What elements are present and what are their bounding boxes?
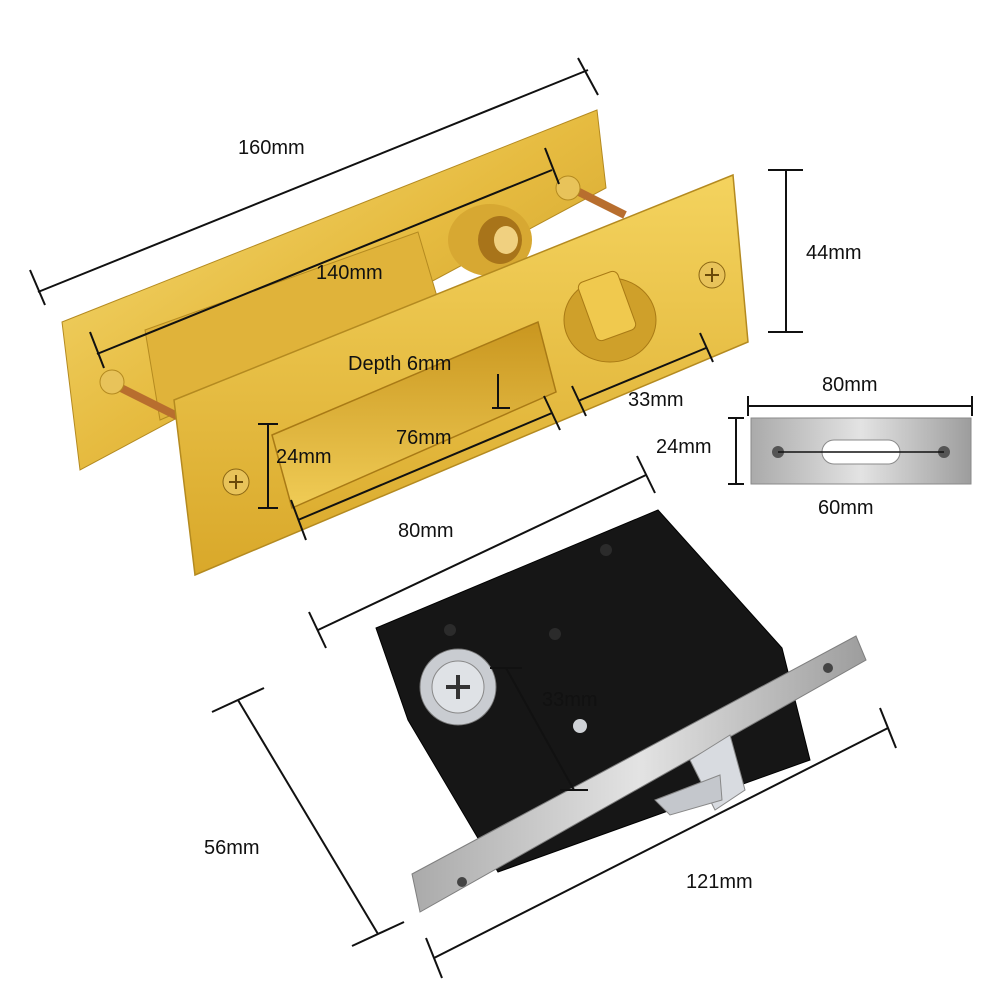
label-24mm-strike: 24mm <box>656 436 712 458</box>
hook-bolt <box>654 734 746 816</box>
label-56mm: 56mm <box>204 837 260 859</box>
dimension-lines <box>29 57 973 979</box>
label-24mm-recess: 24mm <box>276 446 332 468</box>
thumb-turn <box>563 270 657 363</box>
lock-cylinder <box>448 204 532 276</box>
finger-recess <box>271 320 557 510</box>
label-76mm: 76mm <box>396 427 452 449</box>
screw-icon <box>698 261 726 289</box>
brass-flush-pull <box>61 109 749 577</box>
label-160mm: 160mm <box>238 137 305 159</box>
label-44mm: 44mm <box>806 242 862 264</box>
label-121mm: 121mm <box>686 871 753 893</box>
label-80mm-plate: 80mm <box>398 520 454 542</box>
label-depth-6mm: Depth 6mm <box>348 353 451 375</box>
screw-icon <box>222 468 250 496</box>
label-60mm: 60mm <box>818 497 874 519</box>
label-33mm-turn: 33mm <box>628 389 684 411</box>
faceplate <box>411 635 867 913</box>
strike-plate <box>750 417 972 485</box>
hub-icon <box>419 648 497 726</box>
label-80mm-strike: 80mm <box>822 374 878 396</box>
mortise-lock-body <box>375 509 867 913</box>
label-140mm: 140mm <box>316 262 383 284</box>
label-33mm-mortise: 33mm <box>542 689 598 711</box>
